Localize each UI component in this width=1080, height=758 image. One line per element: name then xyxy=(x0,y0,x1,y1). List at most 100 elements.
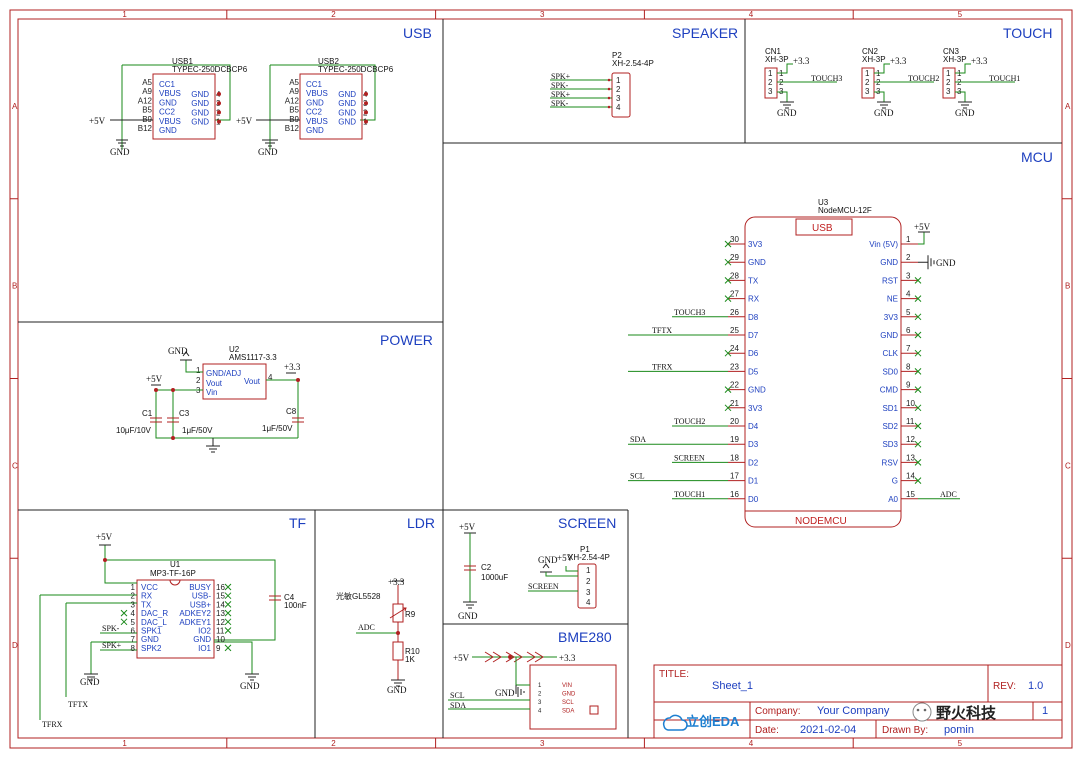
power-out: +3.3 xyxy=(284,362,301,372)
power-c3-ref: C3 xyxy=(179,409,190,418)
bme-pin-label: SCL xyxy=(562,700,574,706)
touch-pin-num: 3 xyxy=(865,87,870,96)
bme-vcc-in: +5V xyxy=(453,653,470,663)
tf-right-pin-label: ADKEY2 xyxy=(179,609,211,618)
tf-left-pin-label: RX xyxy=(141,592,153,601)
mcu-right-pin-num: 1 xyxy=(906,235,911,244)
usb2-junction xyxy=(364,119,368,124)
tf-right-nc-mark xyxy=(224,592,232,600)
frame-row-left: C xyxy=(12,461,18,470)
tf-left-nc-mark xyxy=(120,609,128,617)
touch-gnd-symbol xyxy=(958,101,972,109)
mcu-right-nc-mark xyxy=(914,313,922,321)
bme-vcc-out: +3.3 xyxy=(559,653,576,663)
usb1-gnd: GND xyxy=(110,147,130,157)
mcu-left-pin-label: D1 xyxy=(748,477,759,486)
usb2-pin-label: CC2 xyxy=(306,108,323,117)
tf-right-pin-num: 11 xyxy=(216,627,225,636)
tf-right-pin-num: 15 xyxy=(216,592,225,601)
ldr-gnd: GND xyxy=(387,685,407,695)
usb1-power: +5V xyxy=(89,116,106,126)
section-title-tf: TF xyxy=(289,515,306,531)
title-block: TITLE: Sheet_1 REV: 1.0 Company: Your Co… xyxy=(653,664,1063,739)
mcu-vin-wire xyxy=(918,232,925,245)
bme-pin-num: 1 xyxy=(538,683,542,689)
usb1-pin-label: CC1 xyxy=(159,80,176,89)
lceda-logo: 立创EDA xyxy=(662,714,740,731)
usb2-junction xyxy=(364,101,368,106)
tf-right-pin-num: 10 xyxy=(216,635,225,644)
power-c8-val: 1μF/50V xyxy=(262,424,293,433)
mcu-adc-net: ADC xyxy=(940,490,957,499)
tf-left-pin-num: 3 xyxy=(131,600,136,609)
touch-vcc: +3.3 xyxy=(793,56,810,66)
touch-pin-num: 1 xyxy=(768,69,773,78)
bme-sda: SDA xyxy=(450,701,466,710)
mcu-right-nc-mark xyxy=(914,459,922,466)
mcu-right-pin-label: SD1 xyxy=(882,404,898,413)
watermark: 野火科技 xyxy=(912,702,997,722)
tf-right-pin-num: 12 xyxy=(216,618,225,627)
mcu-right-nc-mark xyxy=(914,368,922,375)
mcu-right-pin-label: G xyxy=(892,477,898,486)
mcu-right-pin-num: 8 xyxy=(906,362,911,371)
section-title-ldr: LDR xyxy=(407,515,435,531)
mcu-right-pin-num: 15 xyxy=(906,490,915,499)
usb2-power: +5V xyxy=(236,116,253,126)
tf-left-pin-label: DAC_R xyxy=(141,609,168,618)
touch-gnd-wire xyxy=(874,91,885,102)
rev-value: 1.0 xyxy=(1028,680,1043,692)
usb2-connector: USB2 TYPEC-250DCBCP6 +5V GND xyxy=(236,57,394,157)
tf-left-pin-label: DAC_L xyxy=(141,618,167,627)
mcu-right-pin-label: Vin (5V) xyxy=(869,240,898,249)
tf-right-pin-label: GND xyxy=(193,635,211,644)
mcu-left-net-label: SDA xyxy=(630,435,646,444)
mcu-gnd-symbol xyxy=(918,255,935,270)
mcu-left-pin-label: D8 xyxy=(748,313,759,322)
screen-c2: C2 xyxy=(481,563,492,572)
mcu-right-pin-label: RSV xyxy=(882,458,899,467)
title-label: TITLE: xyxy=(659,669,689,680)
section-title-speaker: SPEAKER xyxy=(672,25,738,41)
touch-net: TOUCH1 xyxy=(989,74,1020,83)
mcu-left-net-label: TFRX xyxy=(652,362,673,371)
touch-pin-num: 3 xyxy=(768,87,773,96)
usb1-connector: USB1 TYPEC-250DCBCP6 +5V GND xyxy=(89,57,248,157)
tf-right-pin-num: 13 xyxy=(216,609,225,618)
mcu-left-pin-label: RX xyxy=(748,295,760,304)
mcu-right-pin-num: 2 xyxy=(906,253,911,262)
touch-vcc-wire xyxy=(874,63,890,74)
mcu-right-nc-mark xyxy=(914,386,922,393)
touch-pin-num: 3 xyxy=(946,87,951,96)
mcu-vin-net: +5V xyxy=(914,222,931,232)
usb2-gnd-label: GND xyxy=(338,118,356,127)
ldr-vcc: +3.3 xyxy=(388,577,405,587)
tf-spk-plus: SPK+ xyxy=(102,641,122,650)
tf-c4-ref: C4 xyxy=(284,593,295,602)
frame-col-top: 4 xyxy=(749,10,754,19)
rev-label: REV: xyxy=(993,681,1016,692)
mcu-right-pin-label: SD0 xyxy=(882,367,898,376)
usb1-junction xyxy=(217,119,221,124)
mcu-right-pin-label: 3V3 xyxy=(884,313,899,322)
ldr-r9-desc: 光敏GL5528 xyxy=(336,591,381,601)
mcu-right-pin-num: 12 xyxy=(906,435,915,444)
tf-left-pin-label: TX xyxy=(141,600,152,609)
touch-vcc-wire xyxy=(777,63,793,74)
mcu-left-pin-num: 30 xyxy=(730,235,739,244)
mcu-right-nc-mark xyxy=(914,295,922,302)
mcu-left-pin-num: 27 xyxy=(730,290,739,299)
touch-ref: CN1 xyxy=(765,47,782,56)
frame-col-top: 2 xyxy=(331,10,336,19)
frame-row-left: A xyxy=(12,102,18,111)
bme-pin-label: VIN xyxy=(562,683,572,689)
ldr-r10: R10 xyxy=(405,647,420,656)
mcu-name: NODEMCU xyxy=(795,516,847,527)
mcu-usb-label: USB xyxy=(812,223,833,234)
touch-gnd: GND xyxy=(777,108,797,118)
tf-ref: U1 xyxy=(170,560,181,569)
